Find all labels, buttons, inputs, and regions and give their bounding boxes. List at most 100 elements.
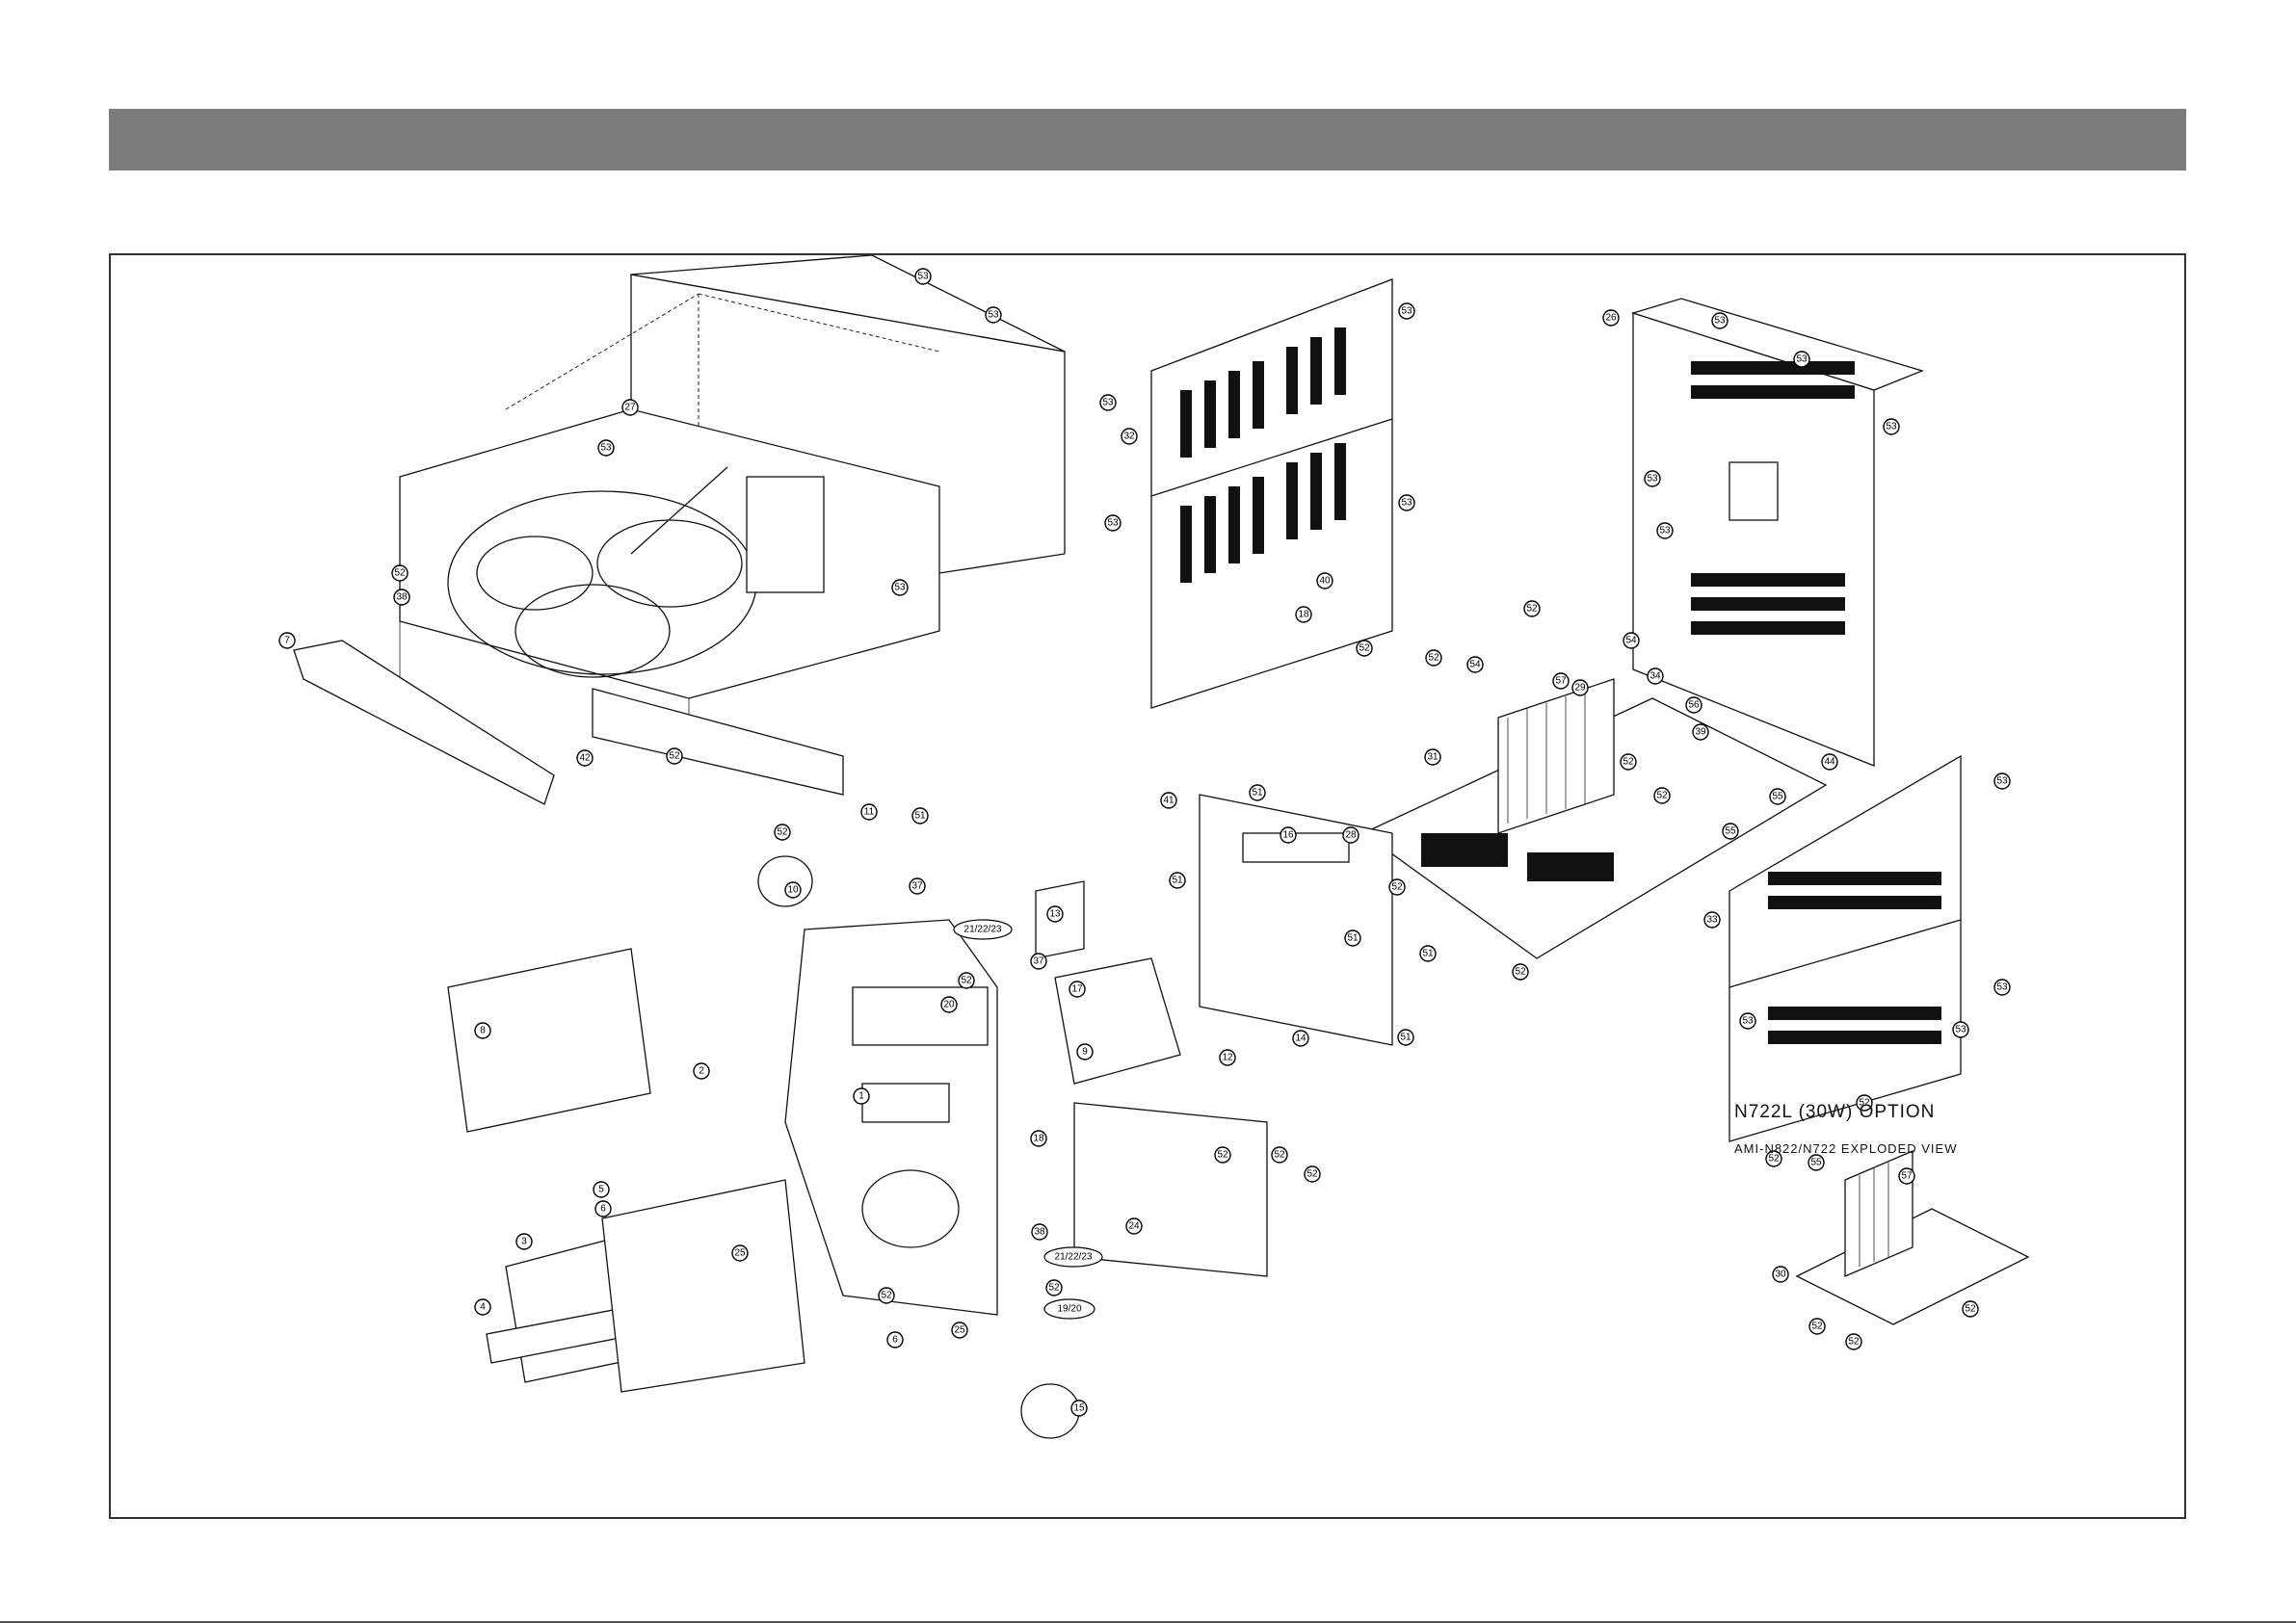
callout-53a: 53 <box>914 268 932 285</box>
svg-text:53: 53 <box>1401 498 1412 509</box>
callout-53c: 53 <box>1099 394 1117 411</box>
callout-52p: 52 <box>1512 963 1529 981</box>
svg-text:52: 52 <box>669 751 680 762</box>
callout-13: 13 <box>1046 905 1064 923</box>
svg-text:52: 52 <box>1526 604 1538 615</box>
svg-text:52: 52 <box>1428 653 1439 664</box>
svg-text:5: 5 <box>598 1185 604 1195</box>
svg-text:25: 25 <box>954 1325 965 1336</box>
callout-18b: 18 <box>1295 606 1312 623</box>
callout-52c: 52 <box>774 824 791 841</box>
side-panel <box>1729 754 1962 1142</box>
callout-53l: 53 <box>1644 470 1661 487</box>
callout-53o: 53 <box>1993 979 2011 996</box>
callout-9: 9 <box>1076 1043 1094 1060</box>
svg-text:52: 52 <box>1965 1304 1976 1315</box>
callout-51a: 51 <box>911 807 929 825</box>
svg-text:11: 11 <box>864 807 875 818</box>
callout-53g: 53 <box>1398 494 1415 511</box>
svg-text:20: 20 <box>943 1000 955 1010</box>
svg-text:21/22/23: 21/22/23 <box>1055 1252 1093 1263</box>
svg-text:37: 37 <box>911 881 923 892</box>
svg-text:18: 18 <box>1298 610 1309 620</box>
svg-text:53: 53 <box>917 272 929 282</box>
svg-text:52: 52 <box>777 827 788 838</box>
svg-text:53: 53 <box>1742 1016 1754 1027</box>
svg-text:12: 12 <box>1222 1053 1233 1063</box>
svg-text:52: 52 <box>394 568 406 579</box>
callout-53j: 53 <box>1793 351 1810 368</box>
svg-text:39: 39 <box>1695 727 1706 738</box>
svg-text:15: 15 <box>1073 1403 1085 1414</box>
svg-text:24: 24 <box>1128 1221 1140 1232</box>
callout-51f: 51 <box>1397 1029 1414 1046</box>
callout-52u: 52 <box>1962 1300 1979 1318</box>
callout-5: 5 <box>593 1181 610 1198</box>
callout-37a: 37 <box>909 877 926 895</box>
callout-55c: 55 <box>1808 1154 1825 1171</box>
svg-text:56: 56 <box>1688 700 1700 711</box>
callout-42: 42 <box>576 749 594 767</box>
callout-26: 26 <box>1602 309 1620 327</box>
svg-text:53: 53 <box>1102 398 1114 408</box>
callout-2: 2 <box>693 1062 710 1080</box>
svg-text:7: 7 <box>284 636 290 646</box>
callout-53p: 53 <box>1739 1012 1756 1030</box>
svg-text:51: 51 <box>1172 876 1183 886</box>
svg-text:52: 52 <box>1656 791 1668 801</box>
svg-text:51: 51 <box>1347 933 1359 944</box>
callout-38a: 38 <box>393 589 410 606</box>
cd-changer-cabinet <box>293 255 1066 805</box>
svg-text:51: 51 <box>1422 949 1434 959</box>
header-band <box>109 109 2186 170</box>
callout-4: 4 <box>474 1298 491 1316</box>
callout-21b: 21/22/23 <box>1043 1246 1103 1268</box>
callout-1: 1 <box>853 1087 870 1105</box>
callout-41: 41 <box>1160 792 1177 809</box>
main-chassis <box>1361 678 1828 959</box>
callout-28: 28 <box>1342 826 1359 844</box>
callout-52k: 52 <box>1523 600 1541 617</box>
callout-53h: 53 <box>1104 514 1122 532</box>
callout-21a: 21/22/23 <box>953 919 1013 940</box>
svg-text:53: 53 <box>1647 474 1658 484</box>
svg-text:52: 52 <box>961 976 972 986</box>
callout-55a: 55 <box>1769 788 1786 805</box>
callout-44: 44 <box>1821 753 1838 771</box>
callout-7: 7 <box>278 632 296 649</box>
exploded-view-frame: 53 53 53 27 53 53 52 38 7 42 52 52 11 51… <box>109 253 2186 1519</box>
callout-52d: 52 <box>958 972 975 989</box>
callout-53b: 53 <box>985 306 1002 324</box>
callout-12: 12 <box>1219 1049 1236 1066</box>
callout-25a: 25 <box>731 1244 749 1262</box>
svg-text:26: 26 <box>1605 313 1617 324</box>
callout-52j: 52 <box>1356 640 1373 657</box>
svg-text:53: 53 <box>1996 776 2008 787</box>
svg-text:42: 42 <box>579 753 591 764</box>
svg-text:55: 55 <box>1725 826 1736 837</box>
callout-17: 17 <box>1069 981 1086 998</box>
svg-text:54: 54 <box>1469 660 1481 670</box>
svg-text:3: 3 <box>521 1237 527 1247</box>
callout-54a: 54 <box>1623 632 1640 649</box>
callout-32: 32 <box>1121 428 1138 445</box>
svg-text:53: 53 <box>1401 306 1412 317</box>
callout-14: 14 <box>1292 1030 1309 1047</box>
callout-52q: 52 <box>1856 1094 1873 1112</box>
svg-text:52: 52 <box>1811 1322 1823 1332</box>
svg-text:52: 52 <box>1859 1098 1870 1109</box>
svg-text:53: 53 <box>1796 354 1808 365</box>
callout-57b: 57 <box>1898 1167 1915 1185</box>
svg-text:29: 29 <box>1574 683 1586 694</box>
callout-54b: 54 <box>1466 656 1484 673</box>
callout-10: 10 <box>784 881 802 899</box>
svg-text:1: 1 <box>858 1091 864 1102</box>
callout-25b: 25 <box>951 1322 968 1339</box>
callout-53q: 53 <box>1952 1021 1969 1038</box>
svg-text:13: 13 <box>1049 909 1061 920</box>
callout-52g: 52 <box>1214 1146 1231 1164</box>
svg-text:53: 53 <box>988 310 999 321</box>
svg-text:32: 32 <box>1123 432 1135 442</box>
svg-text:41: 41 <box>1163 796 1174 806</box>
callout-52i: 52 <box>1304 1165 1321 1183</box>
